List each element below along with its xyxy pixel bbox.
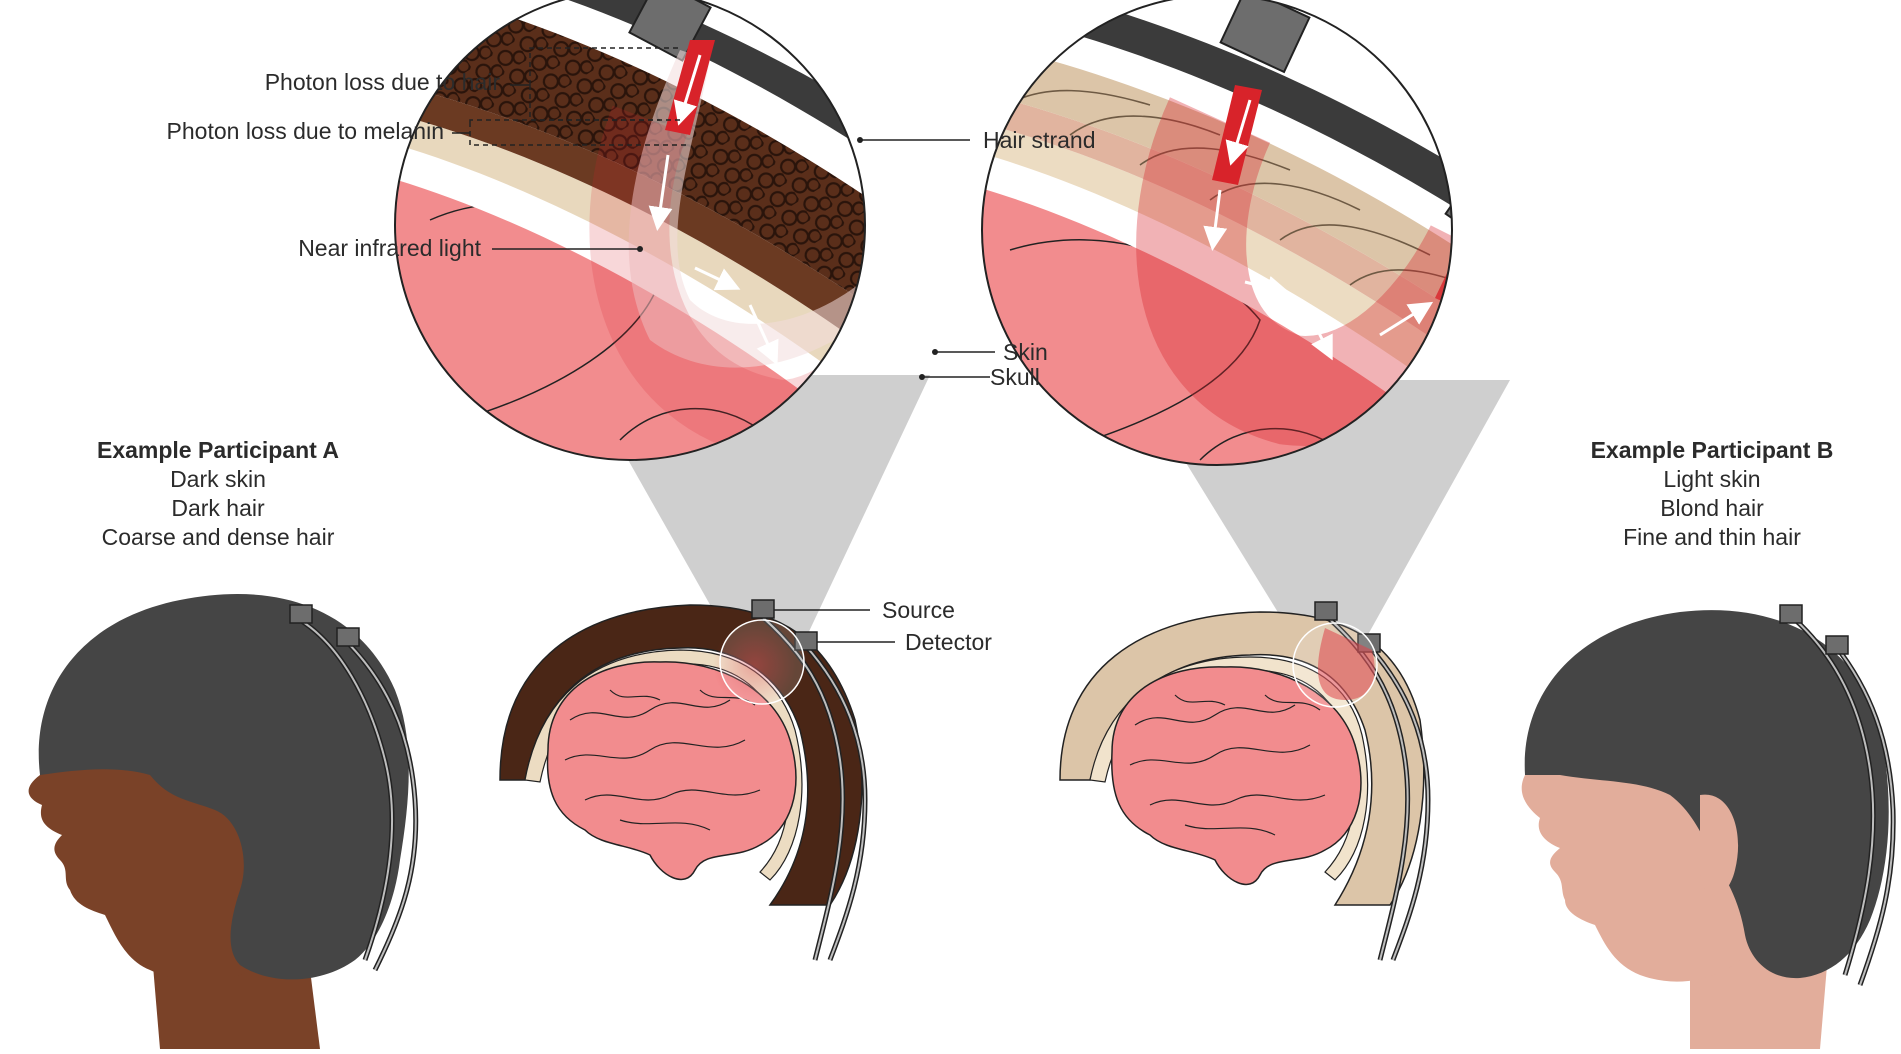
- label-photon-loss-melanin: Photon loss due to melanin: [167, 118, 444, 144]
- label-near-infrared: Near infrared light: [298, 235, 481, 261]
- skin-layer-b: [982, 90, 1452, 425]
- zoom-circle-b: [981, 0, 1453, 466]
- source-probe-a: [289, 604, 313, 624]
- source-probe-b: [1779, 604, 1803, 624]
- detector-probe-a: [336, 627, 360, 647]
- detector-probe-b: [1825, 635, 1849, 655]
- label-skin: Skin: [1003, 339, 1048, 365]
- brain-section-b: [1059, 601, 1431, 961]
- cap-b: [1524, 610, 1889, 979]
- brain-a: [546, 661, 797, 881]
- skull-layer-b: [982, 120, 1452, 450]
- participant-b-trait-1: Light skin: [1663, 466, 1760, 492]
- brain-section-a: [499, 599, 868, 961]
- leader-lines: [452, 47, 995, 643]
- label-skull: Skull: [990, 364, 1040, 390]
- participant-b-title: Example Participant B: [1591, 437, 1834, 463]
- participant-b-trait-2: Blond hair: [1660, 495, 1764, 521]
- participant-b-info: Example Participant B Light skin Blond h…: [1591, 437, 1834, 550]
- label-detector: Detector: [905, 629, 992, 655]
- skin-layer-a: [395, 80, 865, 420]
- hair-layer-b: [982, 40, 1452, 400]
- hair-layer-a: [395, 0, 865, 395]
- label-source: Source: [882, 597, 955, 623]
- label-hair-strand: Hair strand: [983, 127, 1095, 153]
- label-photon-loss-hair: Photon loss due to hair: [265, 69, 501, 95]
- participant-a-trait-1: Dark skin: [170, 466, 266, 492]
- head-participant-a: [28, 594, 419, 1049]
- brain-b: [1111, 666, 1362, 886]
- participant-a-info: Example Participant A Dark skin Dark hai…: [97, 437, 339, 550]
- participant-a-trait-3: Coarse and dense hair: [102, 524, 335, 550]
- skull-layer-a: [395, 110, 865, 445]
- light-path-b: [1136, 97, 1452, 446]
- participant-a-title: Example Participant A: [97, 437, 339, 463]
- cap-a: [38, 594, 409, 980]
- participant-a-trait-2: Dark hair: [171, 495, 265, 521]
- participant-b-trait-3: Fine and thin hair: [1623, 524, 1801, 550]
- head-participant-b: [1521, 604, 1896, 1049]
